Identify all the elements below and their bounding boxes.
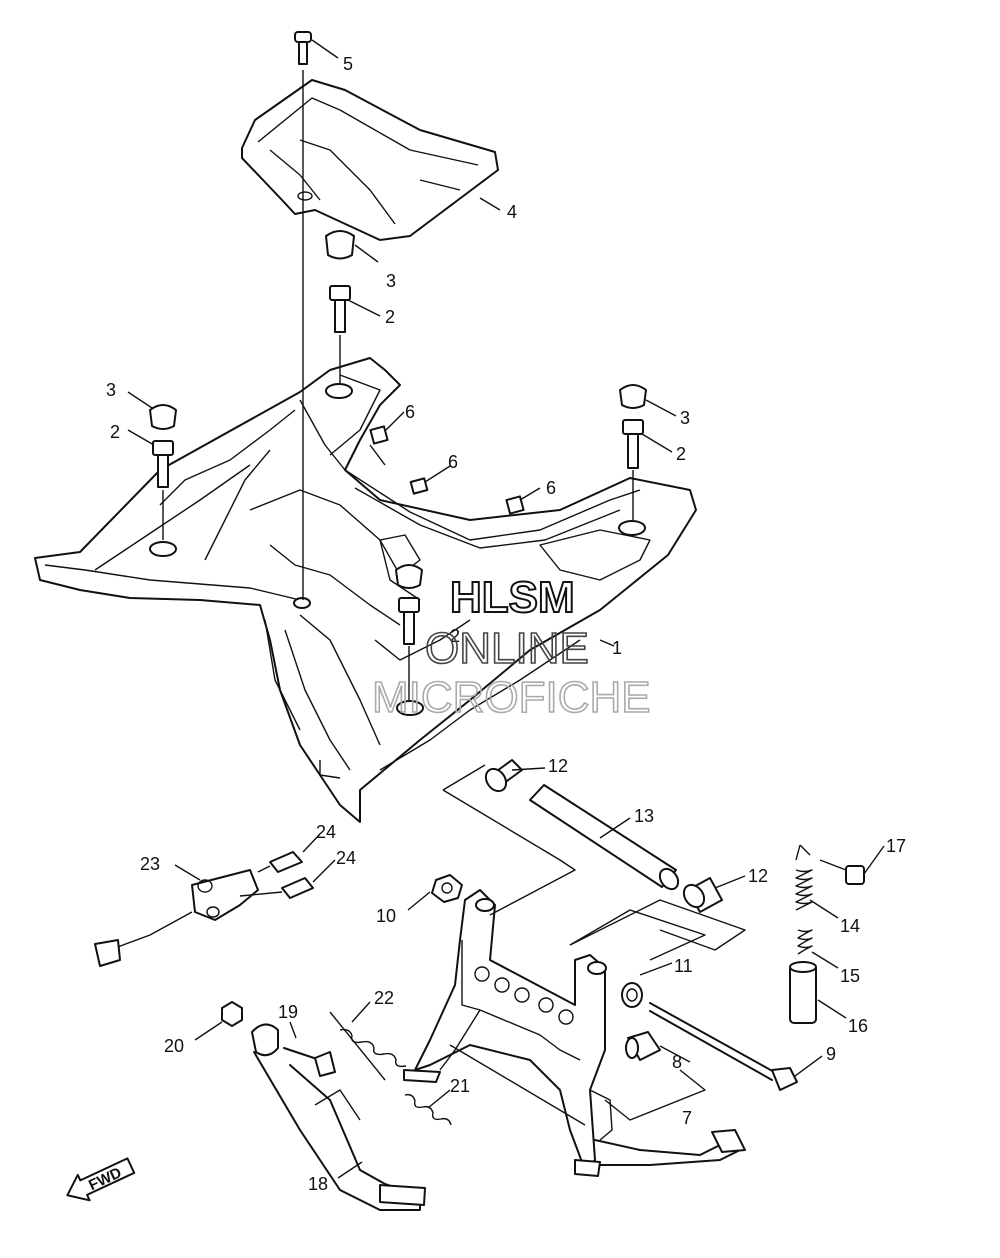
label-13: 13 bbox=[634, 806, 654, 826]
label-2-left: 2 bbox=[110, 422, 120, 442]
part-9-11-pivot-bolt bbox=[621, 982, 798, 1091]
label-11: 11 bbox=[674, 956, 693, 976]
watermark-line-2: ONLINE bbox=[425, 624, 589, 673]
watermark: HLSM ONLINE MICROFICHE bbox=[371, 572, 651, 723]
part-10-nut bbox=[431, 874, 463, 903]
label-3-right: 3 bbox=[680, 408, 690, 428]
part-labels: 5 4 3 2 3 2 3 2 6 6 6 2 1 12 13 12 17 14… bbox=[106, 54, 906, 1194]
label-6-c: 6 bbox=[546, 478, 556, 498]
label-2-top: 2 bbox=[385, 307, 395, 327]
label-5: 5 bbox=[343, 54, 353, 74]
part-1-footboard bbox=[34, 357, 697, 823]
fwd-arrow-badge: FWD bbox=[66, 1157, 136, 1202]
label-17: 17 bbox=[886, 836, 906, 856]
part-8-stopper bbox=[625, 1031, 661, 1061]
label-16: 16 bbox=[848, 1016, 868, 1036]
label-24-top: 24 bbox=[316, 822, 336, 842]
label-18: 18 bbox=[308, 1174, 328, 1194]
leader-lines bbox=[127, 39, 885, 1179]
bolt-cap-set-top bbox=[325, 230, 355, 385]
label-21: 21 bbox=[450, 1076, 470, 1096]
label-9: 9 bbox=[826, 1044, 836, 1064]
watermark-line-3: MICROFICHE bbox=[372, 673, 651, 722]
label-2-right: 2 bbox=[676, 444, 686, 464]
part-18-side-stand bbox=[221, 1001, 452, 1211]
label-24-bottom: 24 bbox=[336, 848, 356, 868]
part-14-17-spring-assembly bbox=[789, 844, 865, 1024]
part-4-cover bbox=[241, 79, 499, 241]
watermark-line-1: HLSM bbox=[450, 573, 575, 622]
part-6-clips bbox=[369, 425, 525, 515]
label-22: 22 bbox=[374, 988, 394, 1008]
label-12-top: 12 bbox=[548, 756, 568, 776]
part-23-24-switch bbox=[94, 851, 314, 967]
bolt-cap-set-right bbox=[619, 384, 647, 520]
bolt-cap-set-left bbox=[149, 404, 177, 540]
label-23: 23 bbox=[140, 854, 160, 874]
label-20: 20 bbox=[164, 1036, 184, 1056]
label-1: 1 bbox=[612, 638, 622, 658]
bolt-cap-set-center bbox=[395, 564, 423, 700]
label-3-top: 3 bbox=[386, 271, 396, 291]
label-3-left: 3 bbox=[106, 380, 116, 400]
part-12-13-shaft bbox=[442, 759, 746, 951]
label-4: 4 bbox=[507, 202, 517, 222]
label-6-b: 6 bbox=[448, 452, 458, 472]
label-7: 7 bbox=[682, 1108, 692, 1128]
part-5-screw bbox=[294, 31, 312, 65]
part-7-center-stand bbox=[403, 889, 746, 1177]
label-8: 8 bbox=[672, 1052, 682, 1072]
label-19: 19 bbox=[278, 1002, 298, 1022]
label-2-center: 2 bbox=[450, 626, 460, 646]
label-6-a: 6 bbox=[405, 402, 415, 422]
label-15: 15 bbox=[840, 966, 860, 986]
label-10: 10 bbox=[376, 906, 396, 926]
label-14: 14 bbox=[840, 916, 860, 936]
label-12-right: 12 bbox=[748, 866, 768, 886]
